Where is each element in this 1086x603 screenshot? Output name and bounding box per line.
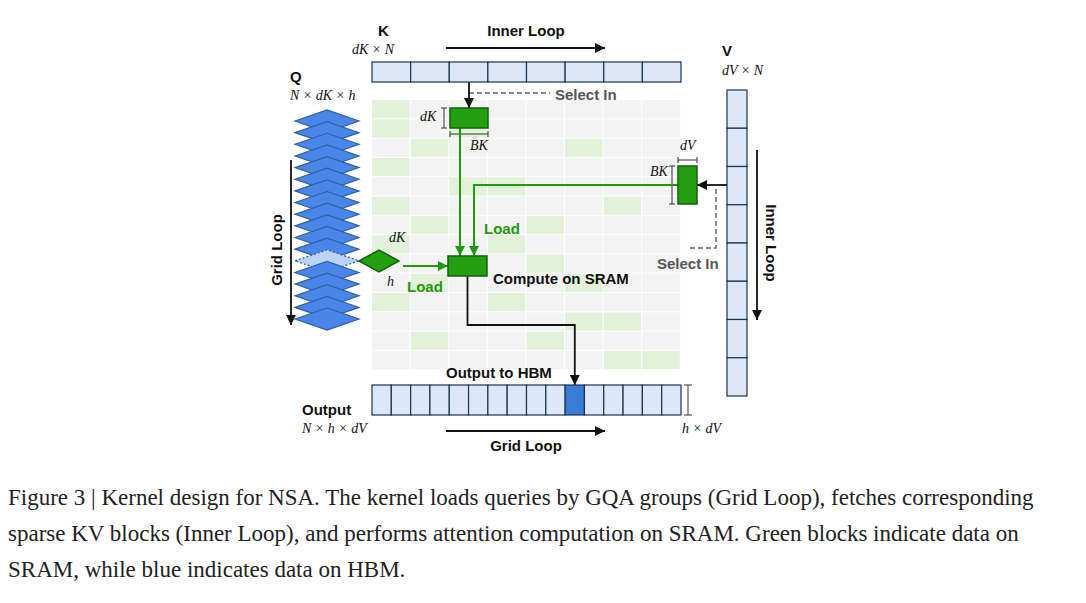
figure-caption: Figure 3 | Kernel design for NSA. The ke…: [8, 480, 1080, 588]
matrix-cell: [642, 62, 681, 82]
matrix-cell: [727, 358, 747, 396]
dimension-bracket: [678, 157, 697, 163]
query-group-sram-shape: [359, 250, 399, 272]
matrix-cell: [372, 385, 391, 415]
compute-block-shape: [448, 256, 487, 276]
matrix-cell: [488, 385, 507, 415]
query-diamond: [295, 308, 359, 330]
attention-grid: [372, 100, 681, 370]
matrix-cell: [584, 385, 603, 415]
matrix-cell: [727, 243, 747, 281]
matrix-cell: [727, 167, 747, 205]
selected-cells: [372, 100, 681, 370]
key-block-sram: dKBK: [450, 108, 488, 128]
node-label: Compute on SRAM: [493, 270, 629, 287]
loop-label: Inner Loop: [487, 22, 565, 39]
query-group-sram: dKh: [359, 250, 399, 272]
matrix-cell: [727, 205, 747, 243]
matrix-cell: [546, 385, 565, 415]
query-stack-shape: [292, 105, 362, 335]
value-block-sram-shape: [678, 166, 697, 204]
matrix-cell: [727, 281, 747, 319]
connector: [459, 128, 461, 256]
connector: [697, 184, 727, 186]
matrix-cell: [430, 385, 449, 415]
dimension-bracket: [441, 108, 447, 128]
dimension-label: N × dK × h: [290, 88, 356, 104]
matrix-cell: [527, 385, 546, 415]
loop-label: Grid Loop: [268, 214, 285, 286]
node-label: V: [722, 42, 732, 59]
query-stack: QN × dK × h: [292, 105, 362, 335]
matrix-cell: [604, 385, 623, 415]
dimension-label: h × dV: [682, 421, 721, 437]
matrix-cell: [662, 385, 681, 415]
edge-label: Output to HBM: [446, 364, 552, 381]
matrix-cell: [565, 385, 584, 415]
value-matrix: VdV × N: [727, 90, 747, 396]
edge-label: Select In: [555, 86, 617, 103]
key-matrix: KdK × N: [372, 62, 681, 82]
dimension-label: BK: [650, 164, 668, 180]
key-block-sram-shape: [450, 108, 488, 128]
sram-block: [678, 166, 697, 204]
matrix-cell: [527, 62, 566, 82]
matrix-cell: [411, 62, 450, 82]
dimension-label: dK: [420, 109, 436, 125]
dimension-bracket: [450, 131, 488, 137]
dimension-bracket: [684, 385, 692, 415]
matrix-cell: [507, 385, 526, 415]
matrix-cell: [411, 385, 430, 415]
compute-block: Compute on SRAM: [448, 256, 487, 276]
dimension-label: dK: [389, 230, 405, 246]
loop-label: Grid Loop: [490, 437, 562, 454]
loop-arrow: [290, 160, 292, 325]
matrix-cell: [449, 385, 468, 415]
matrix-cell: [469, 385, 488, 415]
output-matrix-shape: [372, 385, 681, 415]
node-label: Q: [290, 68, 302, 85]
loop-arrow: [446, 47, 605, 49]
edge-label: Select In: [657, 255, 719, 272]
value-matrix-shape: [727, 90, 747, 396]
matrix-cell: [727, 128, 747, 166]
sram-block: [448, 256, 487, 276]
matrix-cell: [488, 62, 527, 82]
dimension-label: dK × N: [352, 42, 394, 58]
connector: [474, 185, 678, 256]
matrix-cell: [727, 320, 747, 358]
matrix-cell: [449, 62, 488, 82]
node-label: Output: [302, 401, 351, 418]
matrix-cell: [623, 385, 642, 415]
matrix-cell: [565, 62, 604, 82]
query-diamond: [359, 250, 399, 272]
dimension-label: N × h × dV: [302, 421, 367, 437]
grid-lines: [372, 100, 681, 370]
matrix-cell: [642, 385, 661, 415]
key-matrix-shape: [372, 62, 681, 82]
edge-label: Load: [407, 278, 443, 295]
connector: [468, 82, 470, 108]
matrix-cell: [372, 62, 411, 82]
edge-label: Load: [484, 220, 520, 237]
sram-block: [450, 108, 488, 128]
value-block-sram: dVBK: [678, 166, 697, 204]
dimension-label: BK: [470, 138, 488, 154]
dimension-label: dV × N: [722, 63, 763, 79]
dimension-label: dV: [680, 138, 696, 154]
connector: [403, 265, 448, 267]
output-matrix: OutputN × h × dV: [372, 385, 681, 415]
node-label: K: [378, 22, 389, 39]
dimension-label: h: [387, 274, 394, 290]
loop-arrow: [446, 430, 605, 432]
matrix-cell: [604, 62, 643, 82]
matrix-cell: [727, 90, 747, 128]
loop-arrow: [756, 150, 758, 320]
select-dashed-line: [469, 92, 550, 94]
matrix-cell: [391, 385, 410, 415]
loop-label: Inner Loop: [762, 204, 779, 282]
